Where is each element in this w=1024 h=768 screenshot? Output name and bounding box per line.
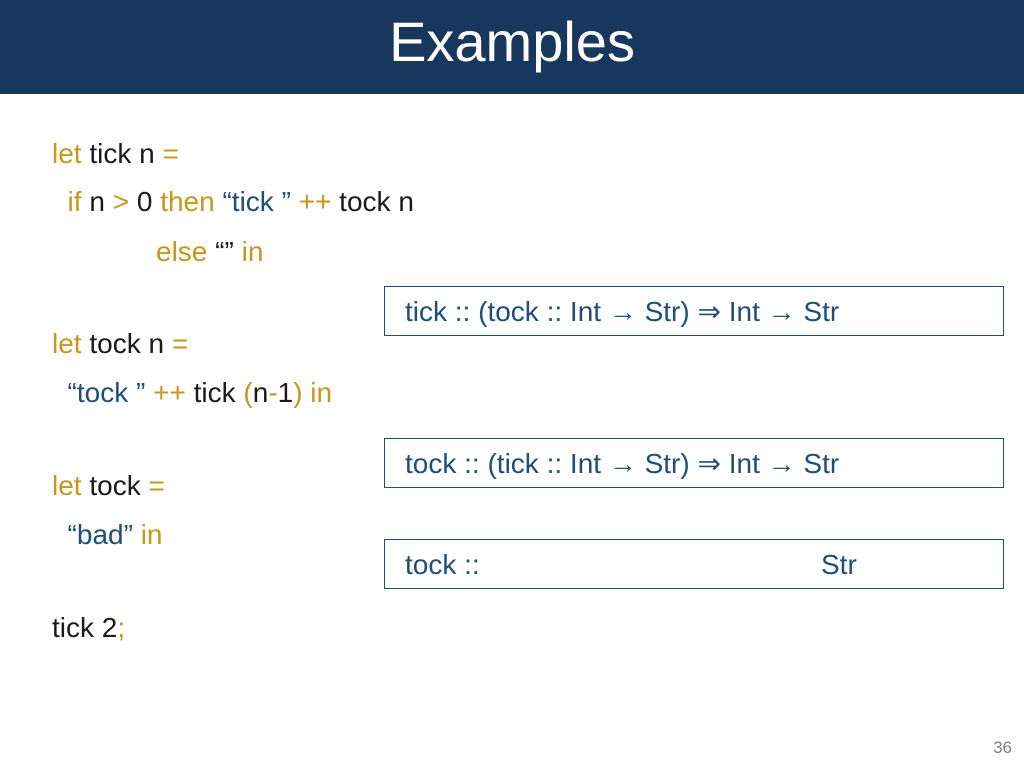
type-signature-tock: tock :: (tick :: Int → Str) ⇒ Int → Str: [405, 448, 840, 479]
type-box-tock: tock :: (tick :: Int → Str) ⇒ Int → Str: [384, 438, 1004, 488]
code-token: in: [241, 236, 264, 267]
slide-number: 36: [993, 738, 1012, 757]
type-signature-tock-bad-right: Str: [821, 549, 857, 580]
code-token: ;: [117, 612, 126, 643]
code-token: “”: [207, 236, 242, 267]
code-token: ) in: [293, 377, 333, 408]
code-token: “tick ”: [214, 186, 299, 217]
title-bar: Examples: [0, 0, 1024, 94]
code-line-5: “tock ” ++ tick (n-1) in: [52, 377, 333, 409]
code-line-4: let tock n =: [52, 328, 188, 360]
code-token: “tock ”: [52, 377, 154, 408]
code-token: >: [112, 186, 130, 217]
code-token: tock: [81, 470, 149, 501]
code-token: “bad”: [52, 519, 141, 550]
type-box-tock-bad: tock :: Str: [384, 539, 1004, 589]
code-token: tock n: [331, 186, 414, 217]
code-token: ++: [153, 377, 186, 408]
code-token: n: [252, 377, 269, 408]
type-signature-tick: tick :: (tock :: Int → Str) ⇒ Int → Str: [405, 296, 840, 327]
code-line-1: let tick n =: [52, 138, 179, 170]
code-token: let: [52, 470, 82, 501]
type-box-tick: tick :: (tock :: Int → Str) ⇒ Int → Str: [384, 286, 1004, 336]
code-line-8: tick 2;: [52, 612, 125, 644]
code-token: tick n: [81, 138, 163, 169]
code-token: then: [160, 186, 215, 217]
code-token: in: [140, 519, 163, 550]
code-token: if: [52, 186, 82, 217]
code-token: (: [243, 377, 253, 408]
code-token: 1: [277, 377, 294, 408]
code-line-6: let tock =: [52, 470, 165, 502]
code-token: =: [148, 470, 165, 501]
code-token: let: [52, 138, 82, 169]
code-token: 0: [129, 186, 161, 217]
code-token: tock n: [81, 328, 172, 359]
code-token: tick: [185, 377, 244, 408]
code-line-7: “bad” in: [52, 519, 163, 551]
code-line-3: else “” in: [156, 236, 263, 268]
code-token: else: [156, 236, 208, 267]
type-signature-tock-bad-left: tock ::: [405, 549, 480, 580]
code-token: n: [81, 186, 113, 217]
code-token: tick 2: [52, 612, 118, 643]
code-line-2: if n > 0 then “tick ” ++ tock n: [52, 186, 414, 218]
slide-title: Examples: [389, 10, 635, 73]
code-token: let: [52, 328, 82, 359]
code-token: ++: [298, 186, 332, 217]
code-token: =: [171, 328, 189, 359]
code-token: =: [162, 138, 179, 169]
code-token: -: [268, 377, 278, 408]
